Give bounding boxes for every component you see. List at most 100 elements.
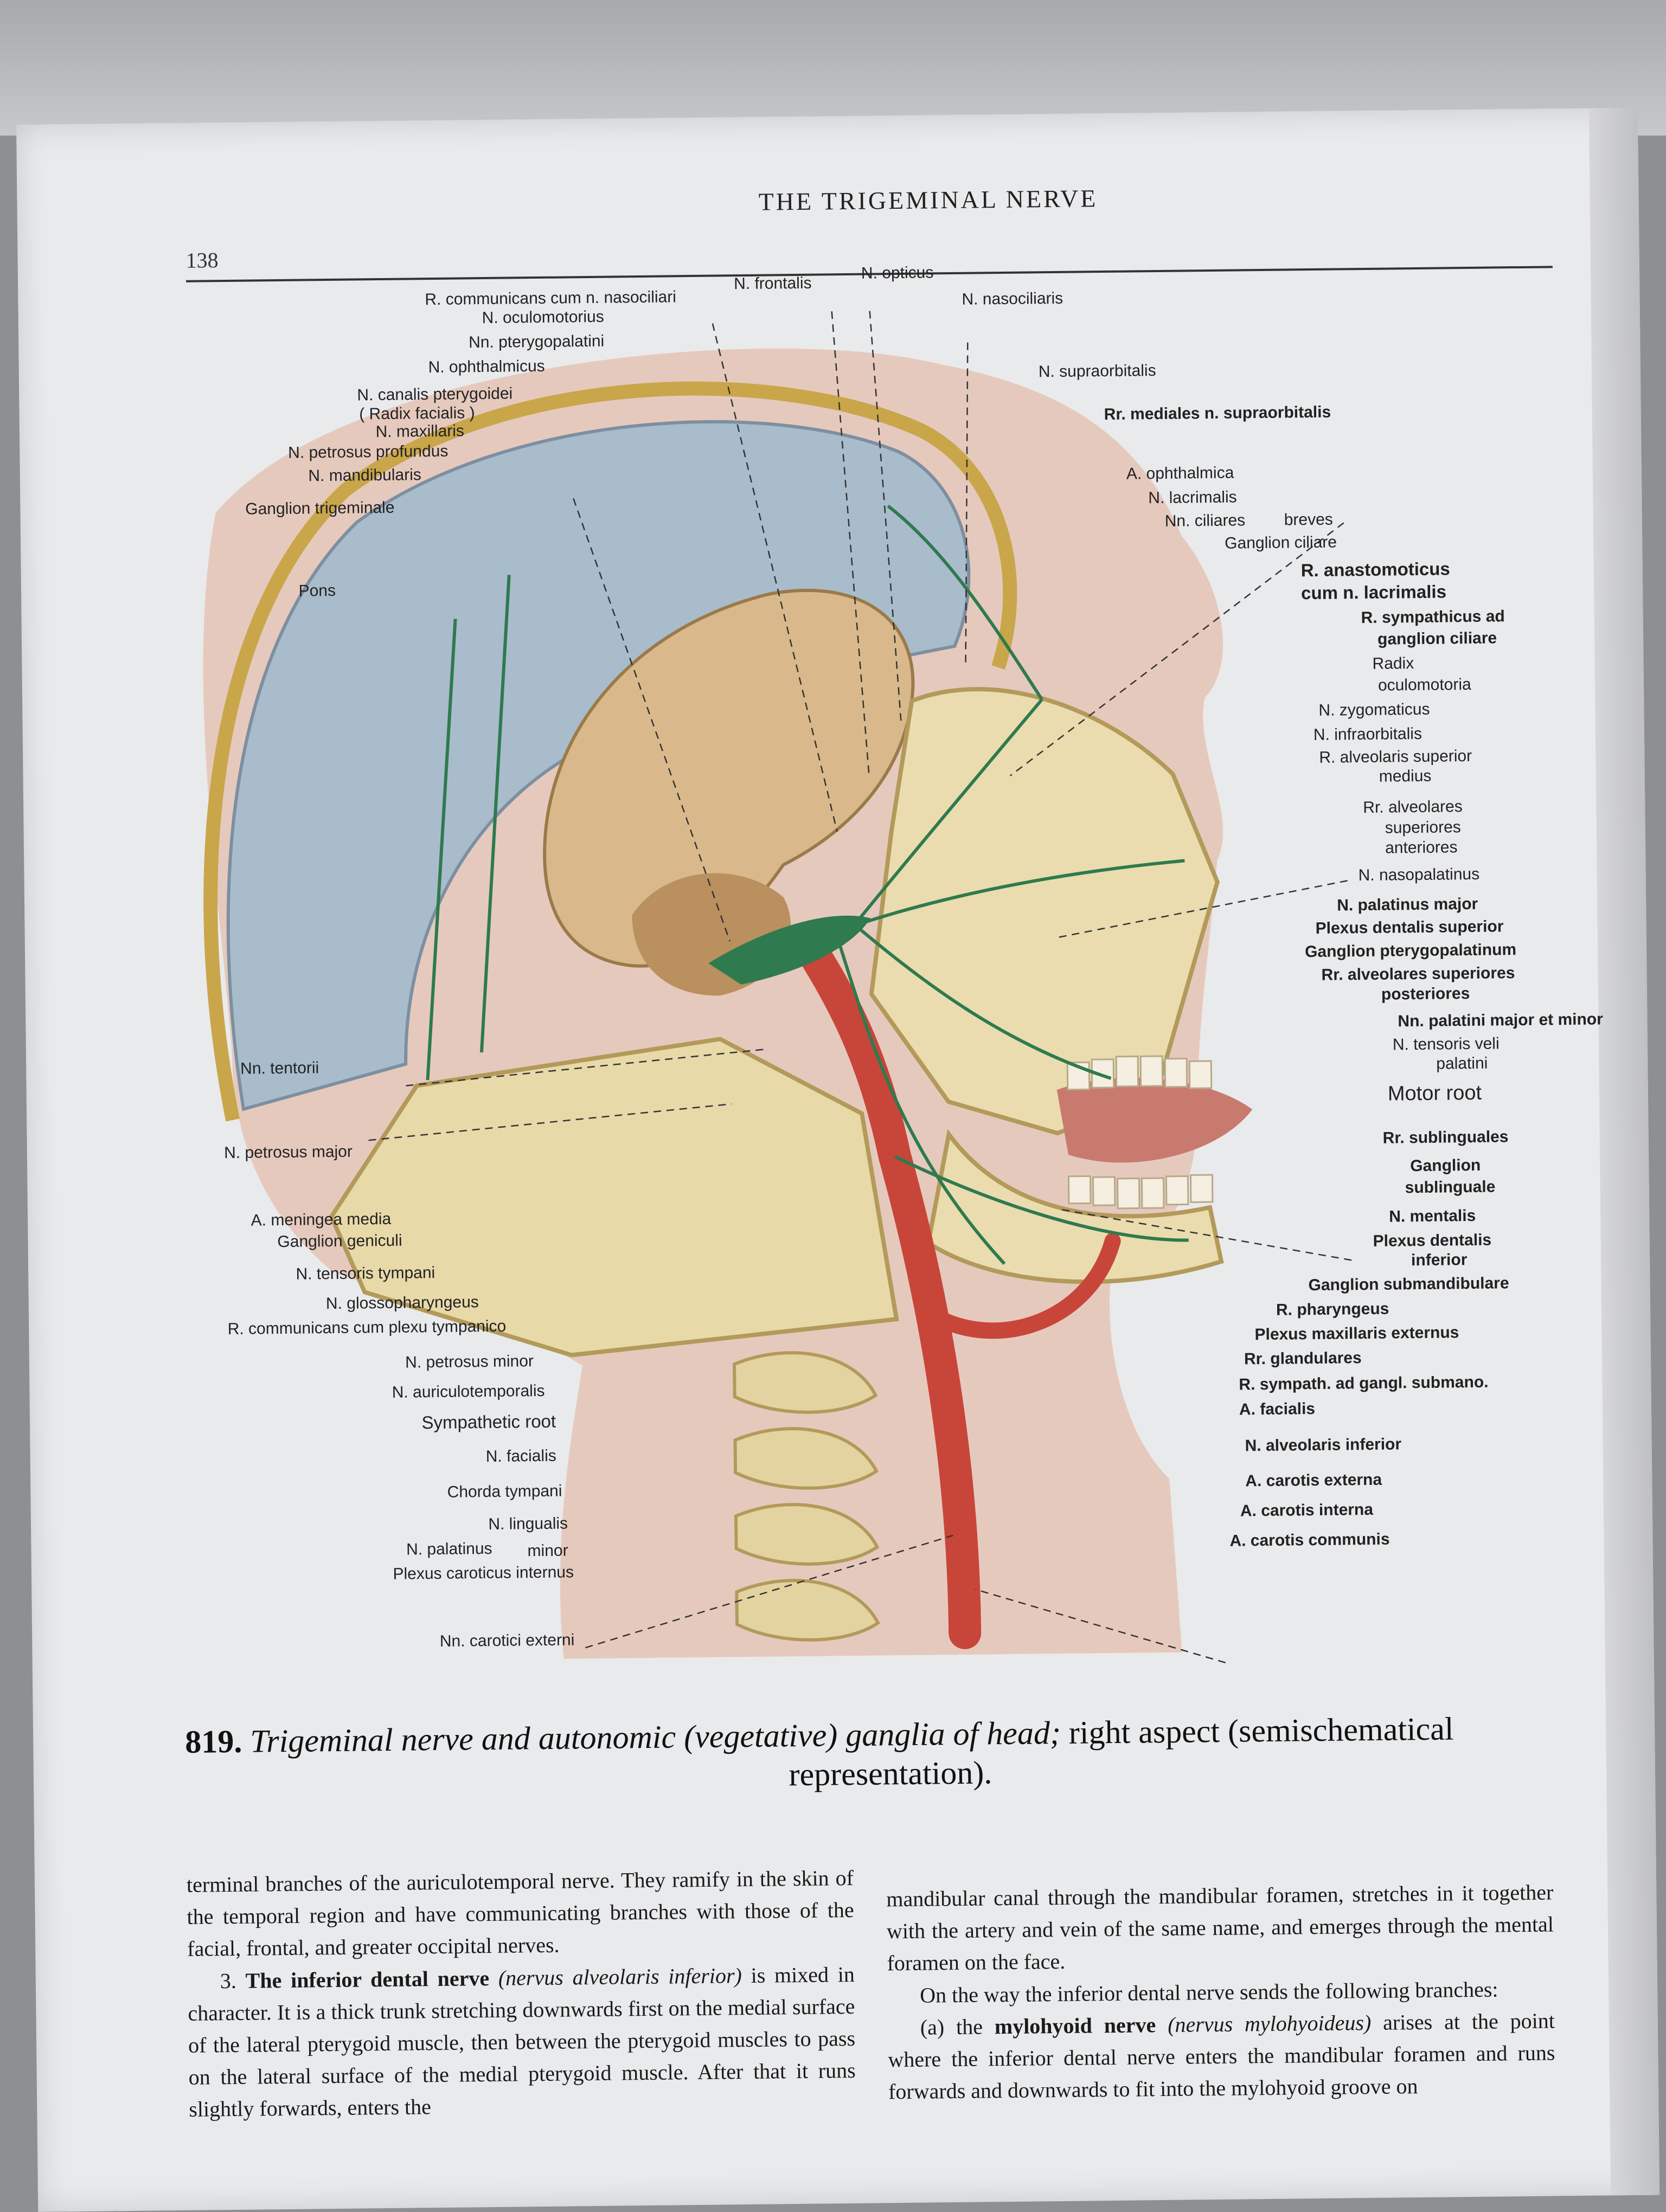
carotid-artery xyxy=(789,924,982,1649)
label-motor-root: Motor root xyxy=(1387,1081,1482,1105)
label-r-anastomoticus: R. anastomoticus xyxy=(1300,558,1450,581)
label-a-carotis-interna: A. carotis interna xyxy=(1240,1500,1374,1520)
label-a-facialis: A. facialis xyxy=(1239,1400,1316,1419)
text-column-right: mandibular canal through the mandibular … xyxy=(886,1876,1555,2108)
label-n-palatinus: N. palatinus xyxy=(406,1539,492,1559)
label-plexus-caroticus-internus: Plexus caroticus internus xyxy=(393,1563,574,1583)
head-illustration xyxy=(203,311,1352,1664)
label-n-nasociliaris: N. nasociliaris xyxy=(962,289,1063,308)
term-inferior-dental-nerve: The inferior dental nerve xyxy=(245,1965,490,1993)
label-ganglion-geniculi: Ganglion geniculi xyxy=(277,1231,402,1251)
external-carotid xyxy=(932,1232,1121,1339)
label-rr-mediales-supraorbitalis: Rr. mediales n. supraorbitalis xyxy=(1104,403,1331,424)
label-r-alveolaris-superior: R. alveolaris superior xyxy=(1319,747,1472,767)
anatomical-figure: R. communicans cum n. nasociliari N. fro… xyxy=(18,263,1654,1686)
leader-lines xyxy=(368,311,1352,1664)
label-pons: Pons xyxy=(298,581,336,600)
trigeminal-ganglion xyxy=(708,915,871,985)
label-n-glossopharyngeus: N. glossopharyngeus xyxy=(325,1293,479,1313)
label-nn-palatini: Nn. palatini major et minor xyxy=(1398,1010,1604,1031)
label-n-lingualis: N. lingualis xyxy=(488,1514,568,1534)
label-chorda-tympani: Chorda tympani xyxy=(447,1482,562,1501)
label-n-opticus: N. opticus xyxy=(861,263,934,282)
label-n-nasopalatinus: N. nasopalatinus xyxy=(1358,865,1480,885)
label-ganglion-submandibulare: Ganglion submandibulare xyxy=(1308,1274,1509,1295)
label-n-mentalis: N. mentalis xyxy=(1389,1206,1476,1226)
label-oculomotoria: oculomotoria xyxy=(1377,675,1471,695)
book-page: THE TRIGEMINAL NERVE 138 xyxy=(16,107,1660,2212)
paragraph-right-3: (a) the mylohyoid nerve (nervus mylohyoi… xyxy=(888,2004,1556,2107)
figure-caption: 819. Trigeminal nerve and autonomic (veg… xyxy=(185,1708,1595,1801)
label-r-communicans-nasociliari: R. communicans cum n. nasociliari xyxy=(425,288,677,309)
label-sympathetic-root: Sympathetic root xyxy=(421,1411,556,1433)
label-a-meningea-media: A. meningea media xyxy=(251,1210,392,1230)
label-palatini: palatini xyxy=(1436,1054,1488,1073)
label-ganglion-ciliare-2: ganglion ciliare xyxy=(1377,629,1497,648)
label-a-ophthalmica: A. ophthalmica xyxy=(1126,464,1234,483)
label-n-palatinus-major: N. palatinus major xyxy=(1337,895,1478,915)
label-plexus-dentalis: Plexus dentalis xyxy=(1373,1231,1492,1250)
label-n-lacrimalis: N. lacrimalis xyxy=(1148,488,1237,507)
label-n-tensoris-tympani: N. tensoris tympani xyxy=(296,1264,435,1283)
label-n-canalis-pterygoidei: N. canalis pterygoidei xyxy=(357,384,513,404)
label-n-zygomaticus: N. zygomaticus xyxy=(1318,700,1430,719)
label-n-maxillaris: N. maxillaris xyxy=(375,422,465,441)
term-mylohyoid-nerve: mylohyoid nerve xyxy=(994,2012,1156,2039)
label-n-frontalis: N. frontalis xyxy=(733,274,812,293)
label-plexus-dentalis-superior: Plexus dentalis superior xyxy=(1315,917,1504,937)
label-ganglion-pterygopalatinum: Ganglion pterygopalatinum xyxy=(1304,941,1517,961)
text-column-left: terminal branches of the auriculotempora… xyxy=(187,1862,856,2125)
label-n-oculomotorius: N. oculomotorius xyxy=(482,307,604,327)
para-lead: 3. xyxy=(220,1968,246,1993)
label-rr-sublinguales: Rr. sublinguales xyxy=(1382,1128,1509,1147)
label-radix: Radix xyxy=(1372,654,1414,673)
label-n-auriculotemporalis: N. auriculotemporalis xyxy=(392,1381,545,1401)
caption-italic: Trigeminal nerve and autonomic (vegetati… xyxy=(249,1714,1061,1759)
label-rr-alveolares-superiores: Rr. alveolares superiores xyxy=(1321,964,1515,984)
label-ganglion-ciliare: Ganglion ciliare xyxy=(1225,533,1337,552)
tongue xyxy=(1056,1077,1253,1163)
brain xyxy=(543,589,915,968)
label-rr-glandulares: Rr. glandulares xyxy=(1244,1349,1362,1368)
para-lead: (a) the xyxy=(920,2014,995,2040)
caption-number: 819. xyxy=(184,1723,242,1760)
label-n-ophthalmicus: N. ophthalmicus xyxy=(428,357,545,377)
paragraph-left-1: terminal branches of the auriculotempora… xyxy=(186,1866,854,1962)
latin-nervus-mylohyoideus: (nervus mylohyoideus) xyxy=(1167,2010,1372,2037)
label-rr-alveolares: Rr. alveolares xyxy=(1363,798,1463,817)
label-nn-ciliares: Nn. ciliares xyxy=(1164,511,1246,530)
label-n-infraorbitalis: N. infraorbitalis xyxy=(1313,724,1422,744)
paragraph-left-2: 3. The inferior dental nerve (nervus alv… xyxy=(188,1958,856,2126)
teeth xyxy=(1066,1055,1214,1210)
label-nn-tentorii: Nn. tentorii xyxy=(240,1059,319,1078)
caption-rest: right aspect (semischematical xyxy=(1068,1711,1454,1751)
label-n-tensoris-veli: N. tensoris veli xyxy=(1392,1034,1500,1054)
latin-nervus-alveolaris: (nervus alveolaris inferior) xyxy=(498,1963,742,1990)
label-breves: breves xyxy=(1284,510,1333,529)
label-posteriores: posteriores xyxy=(1381,985,1470,1004)
label-nn-pterygopalatini: Nn. pterygopalatini xyxy=(468,332,605,352)
label-n-petrosus-major: N. petrosus major xyxy=(223,1142,353,1162)
label-n-mandibularis: N. mandibularis xyxy=(308,466,421,485)
label-anteriores: anteriores xyxy=(1385,838,1458,857)
label-cum-n-lacrimalis: cum n. lacrimalis xyxy=(1300,581,1447,603)
running-head: THE TRIGEMINAL NERVE xyxy=(758,184,1098,216)
label-minor: minor xyxy=(527,1541,568,1560)
label-sublinguale: sublinguale xyxy=(1405,1178,1496,1197)
label-r-communicans-plexu-tympanico: R. communicans cum plexu tympanico xyxy=(227,1317,507,1339)
label-n-petrosus-profundus: N. petrosus profundus xyxy=(288,442,448,462)
label-plexus-maxillaris-externus: Plexus maxillaris externus xyxy=(1254,1323,1459,1344)
label-a-carotis-communis: A. carotis communis xyxy=(1229,1530,1390,1550)
label-r-sympath-gangl-submano: R. sympath. ad gangl. submano. xyxy=(1239,1373,1489,1394)
label-nn-carotici-externi: Nn. carotici externi xyxy=(439,1631,575,1650)
page-number: 138 xyxy=(185,248,219,273)
label-r-sympathicus: R. sympathicus ad xyxy=(1361,607,1505,627)
label-medius: medius xyxy=(1379,767,1432,786)
nerve-branches xyxy=(426,504,1189,1265)
label-a-carotis-externa: A. carotis externa xyxy=(1245,1470,1382,1490)
label-n-petrosus-minor: N. petrosus minor xyxy=(405,1352,534,1372)
skull-outline xyxy=(203,381,1017,1122)
label-radix-facialis: ( Radix facialis ) xyxy=(359,404,475,423)
label-ganglion-trigeminale: Ganglion trigeminale xyxy=(245,498,395,518)
label-n-supraorbitalis: N. supraorbitalis xyxy=(1038,362,1156,381)
